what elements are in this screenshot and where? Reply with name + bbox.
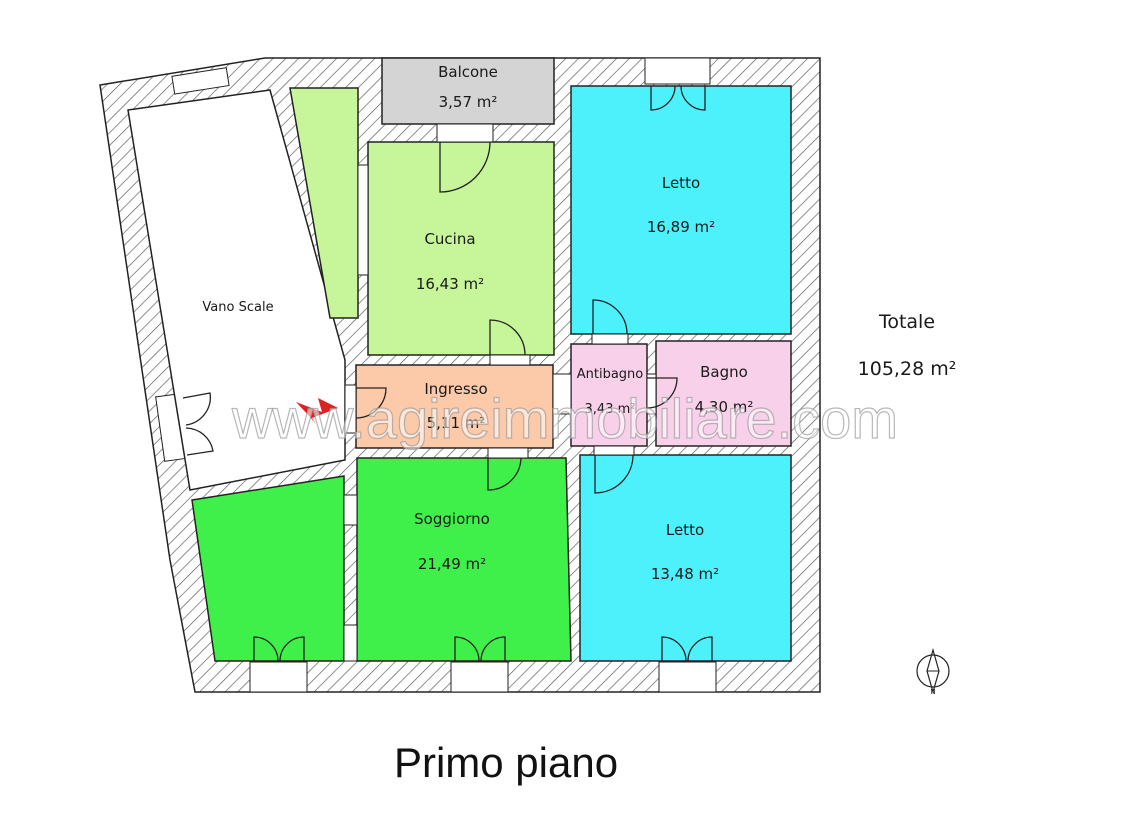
window-bottom-soggiorno — [450, 661, 509, 693]
cucina-area: 16,43 m² — [416, 275, 484, 293]
door-gap-letto2 — [593, 445, 635, 456]
compass-letter: N — [930, 688, 935, 696]
antibagno-label: Antibagno — [577, 367, 644, 382]
door-gap-ingresso — [344, 384, 357, 434]
room-letto-sud — [579, 454, 792, 662]
room-letto-nord — [570, 85, 792, 335]
door-gap-camera-so — [343, 494, 358, 526]
antibagno-area: 3,43 m² — [585, 402, 636, 417]
window-top-left — [171, 67, 230, 95]
window-bottom-letto — [658, 661, 717, 693]
letto-sud-label: Letto — [666, 521, 704, 539]
door-gap-ripostiglio — [357, 164, 369, 276]
room-ingresso — [355, 364, 554, 449]
compass-icon: N — [916, 647, 950, 696]
ingresso-area: 5,11 m² — [427, 414, 486, 432]
cucina-label: Cucina — [424, 230, 475, 248]
window-top-letto — [644, 57, 711, 85]
room-camera-sud-ovest — [191, 475, 345, 662]
soggiorno-label: Soggiorno — [414, 510, 490, 528]
door-swings — [182, 85, 713, 662]
room-ripostiglio-nord — [289, 87, 359, 319]
bagno-area: 4,30 m² — [695, 398, 754, 416]
letto-sud-area: 13,48 m² — [651, 565, 719, 583]
window-bottom-left — [249, 661, 308, 693]
floor-title: Primo piano — [394, 739, 618, 786]
room-bagno — [655, 340, 792, 447]
entry-arrow — [296, 398, 338, 424]
balcone-label: Balcone — [438, 63, 498, 81]
total-label: Totale — [878, 311, 935, 333]
bagno-label: Bagno — [700, 363, 748, 381]
door-gap-camera-so-2 — [343, 624, 358, 662]
door-gap-letto1 — [591, 333, 629, 345]
door-gap-antibagno — [552, 373, 572, 415]
door-gap-soggiorno — [487, 447, 529, 459]
room-balcone — [381, 57, 555, 125]
ingresso-label: Ingresso — [424, 380, 487, 398]
letto-nord-area: 16,89 m² — [647, 218, 715, 236]
letto-nord-label: Letto — [662, 174, 700, 192]
room-cucina — [367, 141, 555, 356]
door-gap-bagno — [646, 373, 657, 415]
door-gap-cucina — [489, 354, 531, 366]
watermark: www.agireimmobiliare.com — [231, 387, 898, 450]
door-gap-balcone — [436, 123, 494, 143]
balcone-area: 3,57 m² — [439, 93, 498, 111]
vano-scale-label: Vano Scale — [202, 300, 273, 315]
total-area: 105,28 m² — [858, 358, 957, 380]
soggiorno-area: 21,49 m² — [418, 555, 486, 573]
